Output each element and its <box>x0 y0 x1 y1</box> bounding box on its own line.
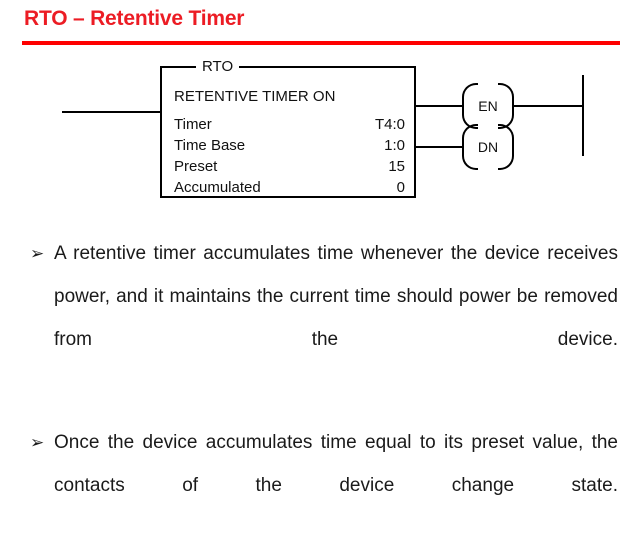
dn-coil-label: DN <box>477 139 499 155</box>
list-item: ➢ A retentive timer accumulates time whe… <box>30 232 618 404</box>
rto-parameter-list: Timer T4:0 Time Base 1:0 Preset 15 Accum… <box>174 114 405 198</box>
arrow-bullet-icon: ➢ <box>30 433 45 452</box>
ladder-diagram: RTO RETENTIVE TIMER ON Timer T4:0 Time B… <box>0 55 638 210</box>
rto-block-heading: RETENTIVE TIMER ON <box>174 88 336 105</box>
list-item-text: Once the device accumulates time equal t… <box>54 432 618 496</box>
rto-parameter-label: Preset <box>174 158 218 175</box>
page-title: RTO – Retentive Timer <box>24 7 245 30</box>
rto-parameter-value: T4:0 <box>374 116 405 133</box>
coil-left-arc-icon <box>462 124 478 170</box>
list-item-text: A retentive timer accumulates time whene… <box>54 243 618 350</box>
rto-instruction-block: RTO RETENTIVE TIMER ON Timer T4:0 Time B… <box>160 57 416 198</box>
en-coil-label: EN <box>478 98 498 114</box>
rto-parameter-label: Time Base <box>174 137 246 154</box>
rto-block-tag: RTO <box>196 57 240 77</box>
arrow-bullet-icon: ➢ <box>30 244 45 263</box>
en-output-coil: EN <box>462 83 514 129</box>
bullet-list: ➢ A retentive timer accumulates time whe… <box>30 232 618 550</box>
rto-parameter-row: Timer T4:0 <box>174 114 405 135</box>
dn-branch-wire <box>416 146 464 148</box>
en-to-rail-wire <box>512 105 584 107</box>
rto-parameter-row: Preset 15 <box>174 156 405 177</box>
dn-output-coil: DN <box>462 124 514 170</box>
rto-parameter-row: Accumulated 0 <box>174 177 405 198</box>
rto-parameter-value: 15 <box>388 158 405 175</box>
rto-parameter-value: 1:0 <box>384 137 405 154</box>
rto-parameter-label: Accumulated <box>174 179 261 196</box>
list-item: ➢ Once the device accumulates time equal… <box>30 421 618 550</box>
right-power-rail <box>582 75 584 156</box>
en-branch-wire <box>416 105 464 107</box>
title-divider <box>22 41 620 45</box>
rto-parameter-value: 0 <box>396 179 405 196</box>
rung-input-wire <box>62 111 162 113</box>
rto-parameter-row: Time Base 1:0 <box>174 135 405 156</box>
rto-parameter-label: Timer <box>174 116 212 133</box>
